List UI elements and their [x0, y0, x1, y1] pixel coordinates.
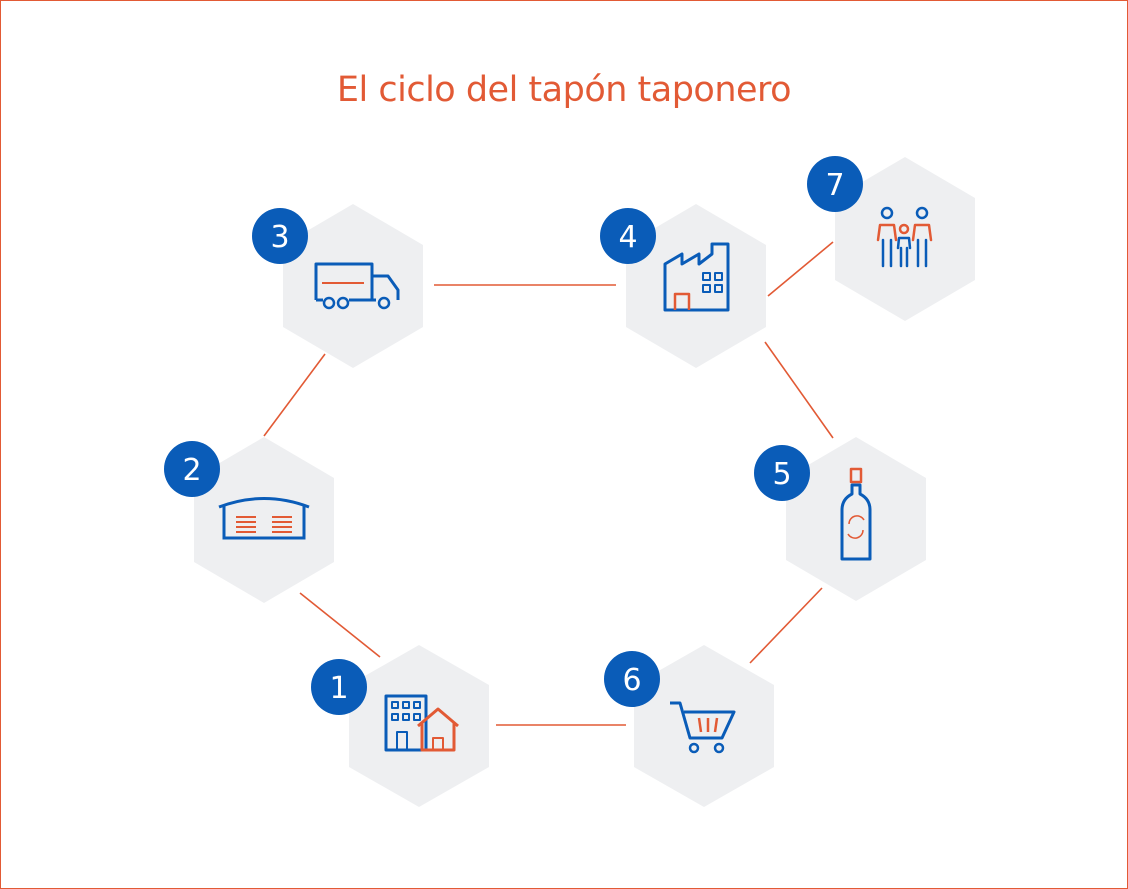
factory-icon [663, 242, 730, 312]
step-2: 2 [164, 437, 334, 603]
connector-4-5 [764, 341, 834, 439]
step-badge-3 [252, 208, 308, 264]
hexagon-3 [283, 204, 423, 368]
step-badge-5 [754, 445, 810, 501]
truck-icon [314, 262, 400, 310]
step-number-1: 1 [329, 671, 348, 706]
hexagon-2 [194, 437, 334, 603]
step-badge-1 [311, 659, 367, 715]
step-badge-4 [600, 208, 656, 264]
step-number-5: 5 [772, 457, 791, 492]
step-badge-7 [807, 156, 863, 212]
step-number-7: 7 [825, 168, 844, 203]
building-house-icon [384, 694, 459, 752]
step-number-2: 2 [182, 453, 201, 488]
family-icon [876, 206, 933, 268]
connector-2-3 [263, 353, 326, 437]
hexagon-4 [626, 204, 766, 368]
connector-1-2 [299, 592, 381, 658]
connector-4-7 [767, 241, 834, 297]
diagram-title: El ciclo del tapón taponero [336, 70, 792, 110]
step-badge-6 [604, 651, 660, 707]
step-7: 7 [807, 156, 975, 321]
shopping-cart-icon [670, 701, 736, 754]
connectors [263, 241, 834, 726]
hexagon-6 [634, 645, 774, 807]
step-number-6: 6 [622, 663, 641, 698]
bottle-icon [840, 467, 872, 561]
step-1: 1 [311, 645, 489, 807]
step-6: 6 [604, 645, 774, 807]
step-number-4: 4 [618, 220, 637, 255]
warehouse-icon [218, 497, 310, 540]
step-3: 3 [252, 204, 423, 368]
connector-5-6 [749, 587, 823, 664]
step-badge-2 [164, 441, 220, 497]
hexagon-5 [786, 437, 926, 601]
step-number-3: 3 [270, 220, 289, 255]
step-5: 5 [754, 437, 926, 601]
step-4: 4 [600, 204, 766, 368]
